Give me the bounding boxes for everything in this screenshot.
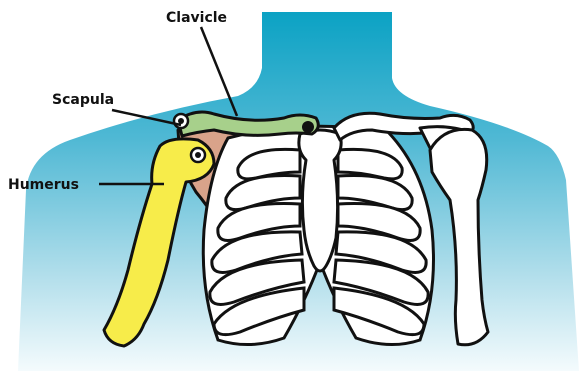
joint-marker-icon [302, 121, 314, 133]
scapula-label: Scapula [52, 92, 114, 108]
clavicle-label: Clavicle [166, 10, 227, 26]
joint-marker-icon [174, 114, 188, 128]
joint-marker-icon [191, 148, 205, 162]
humerus-label: Humerus [8, 177, 79, 193]
